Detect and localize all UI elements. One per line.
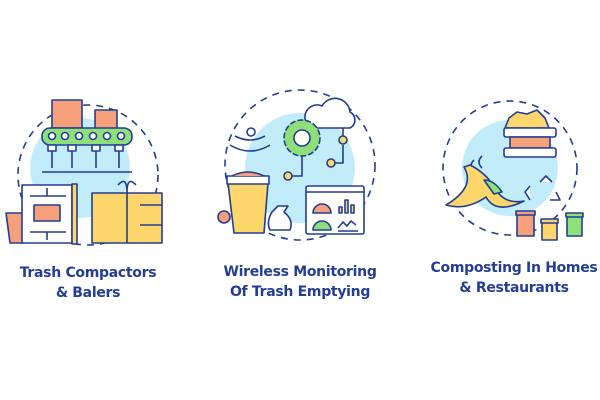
composting-icon (442, 100, 584, 241)
card-title: Wireless Monitoring Of Trash Emptying (200, 262, 400, 302)
card-trash-compactors: Trash Compactors & Balers (0, 0, 200, 400)
card-title-line-2: & Restaurants (459, 280, 569, 296)
card-title-line-1: Trash Compactors (19, 265, 157, 281)
card-title: Trash Compactors & Balers (0, 263, 176, 303)
card-title-line-2: Of Trash Emptying (229, 284, 371, 300)
card-title-line-1: Composting In Homes (430, 260, 598, 276)
card-title: Composting In Homes & Restaurants (414, 258, 600, 298)
trash-compactor-baler-icon (5, 99, 163, 246)
wireless-trash-monitoring-icon (217, 89, 376, 241)
card-title-line-2: & Balers (55, 285, 121, 301)
card-title-line-1: Wireless Monitoring (223, 264, 377, 280)
card-composting: Composting In Homes & Restaurants (400, 0, 600, 400)
card-wireless-monitoring: Wireless Monitoring Of Trash Emptying (200, 0, 400, 400)
